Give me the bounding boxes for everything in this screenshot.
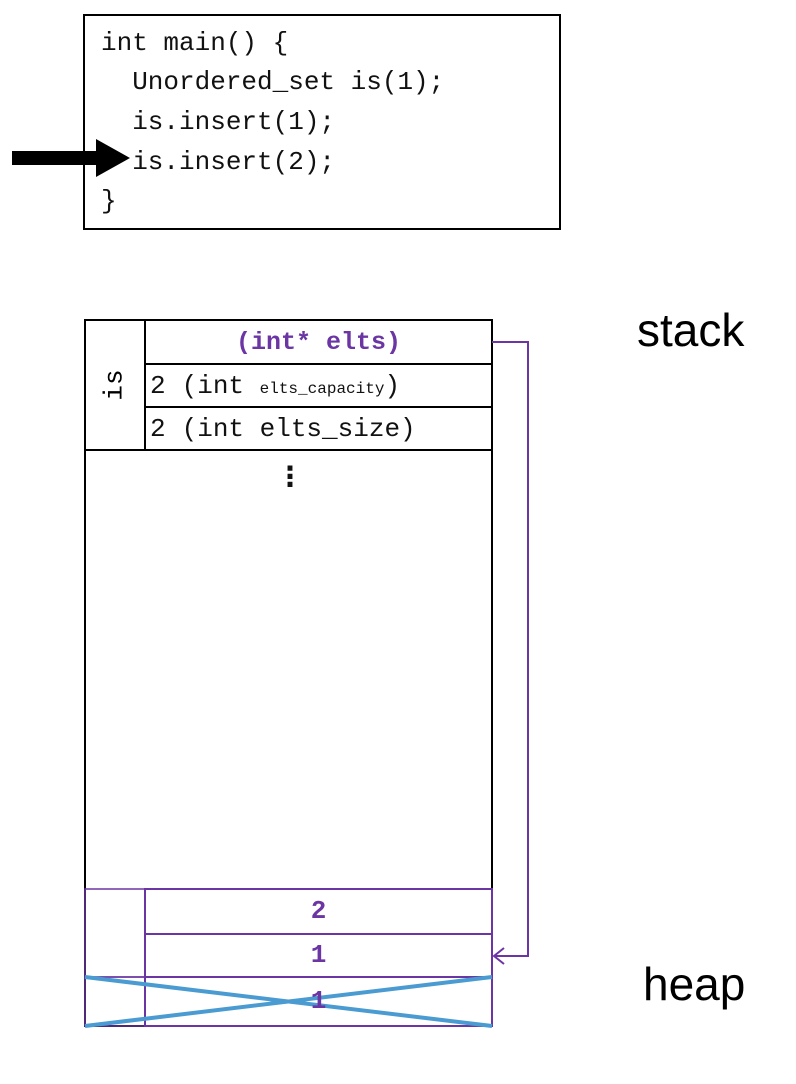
- heap-cell-1: 1: [145, 934, 492, 977]
- object-name-text: is: [100, 369, 130, 401]
- stack-ellipsis-text: ⋮: [276, 460, 304, 493]
- code-line-4: is.insert(2);: [101, 147, 336, 177]
- capacity-name: elts_capacity: [259, 379, 385, 398]
- heap-label: heap: [643, 958, 746, 1010]
- freed-cell-cross: [84, 975, 493, 1028]
- elts-pointer-arrow: [492, 341, 529, 965]
- object-name-label: is: [85, 320, 145, 450]
- field-size: 2 (int elts_size): [150, 407, 490, 450]
- capacity-close: ): [384, 370, 401, 401]
- code-box: int main() { Unordered_set is(1); is.ins…: [83, 14, 561, 230]
- capacity-type: (int: [181, 370, 260, 401]
- heap-cell-1-value: 1: [310, 940, 327, 970]
- code-line-3: is.insert(1);: [101, 107, 336, 137]
- field-elts-text: (int* elts): [235, 327, 402, 357]
- size-text: (int elts_size): [181, 413, 416, 444]
- heap-cell-0: 2: [145, 889, 492, 934]
- code-line-5: }: [101, 186, 117, 216]
- heap-cell-2-freed: 1: [145, 977, 492, 1026]
- current-line-arrow: [12, 139, 130, 177]
- field-capacity: 2 (int elts_capacity ): [150, 364, 490, 407]
- heap-cell-2-value: 1: [310, 986, 327, 1016]
- code-line-2: Unordered_set is(1);: [101, 67, 445, 97]
- field-elts: (int* elts): [145, 320, 492, 364]
- capacity-value: 2: [150, 370, 166, 401]
- stack-label: stack: [637, 304, 745, 356]
- code-line-1: int main() {: [101, 28, 289, 58]
- stack-ellipsis: ⋮: [270, 462, 310, 492]
- heap-cells: [84, 888, 493, 1027]
- size-value: 2: [150, 413, 166, 444]
- heap-cell-0-value: 2: [310, 896, 327, 926]
